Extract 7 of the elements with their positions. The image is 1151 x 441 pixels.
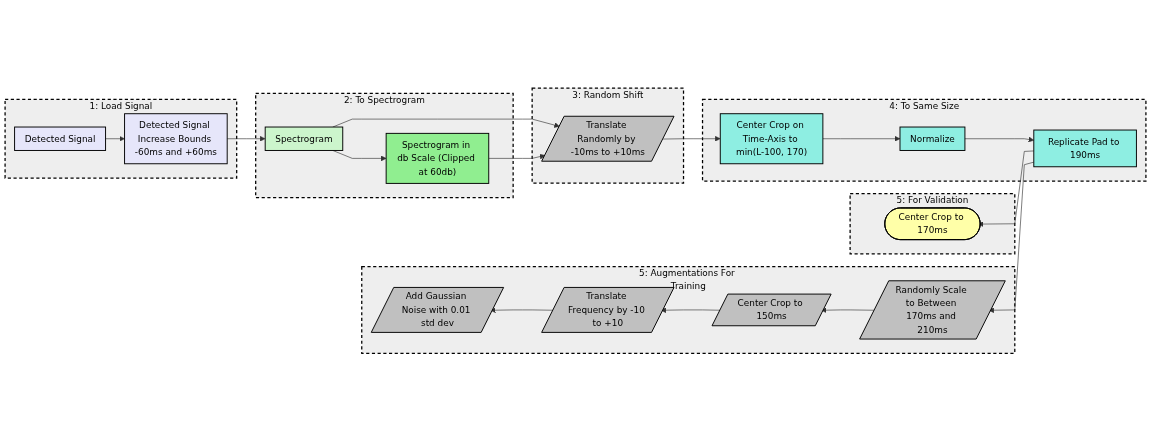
node-box: Normalize [899, 126, 966, 151]
node-box: Detected Signal [14, 126, 107, 151]
node-box: Detected Signal Increase Bounds -60ms and +60ms [124, 113, 228, 165]
node-box: Replicate Pad to 190ms [1033, 129, 1137, 168]
node-box: Center Crop on Time-Axis to min(L-100, 170) [719, 113, 824, 165]
node-box: Spectrogram [264, 126, 344, 151]
node-box: Spectrogram in db Scale (Clipped at 60db) [385, 132, 490, 184]
